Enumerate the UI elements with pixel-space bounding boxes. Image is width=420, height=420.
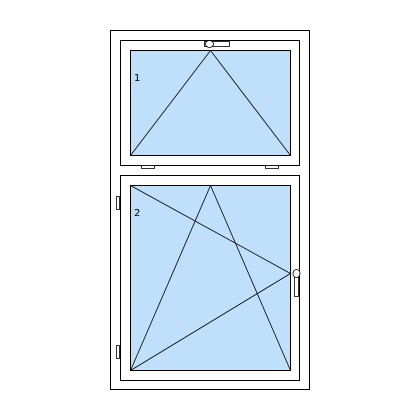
- sash-1: 1: [120, 40, 300, 169]
- sash-1-glass: [130, 50, 291, 156]
- hinge-icon: [116, 196, 120, 210]
- hinge-icon: [141, 165, 155, 169]
- sash-2-glass: [130, 185, 291, 371]
- sash-2: 2: [116, 175, 301, 381]
- sash-2-label: 2: [134, 208, 140, 219]
- hinge-icon: [116, 345, 120, 359]
- sash-2-turn-lines: [130, 185, 292, 371]
- hinge-icon: [265, 165, 279, 169]
- sash-1-label: 1: [134, 73, 140, 84]
- vertical-handle-icon[interactable]: [292, 269, 301, 297]
- horizontal-handle-icon[interactable]: [204, 40, 230, 48]
- sash-2-tilt-lines: [130, 184, 291, 371]
- sash-1-opening-lines: [130, 49, 291, 156]
